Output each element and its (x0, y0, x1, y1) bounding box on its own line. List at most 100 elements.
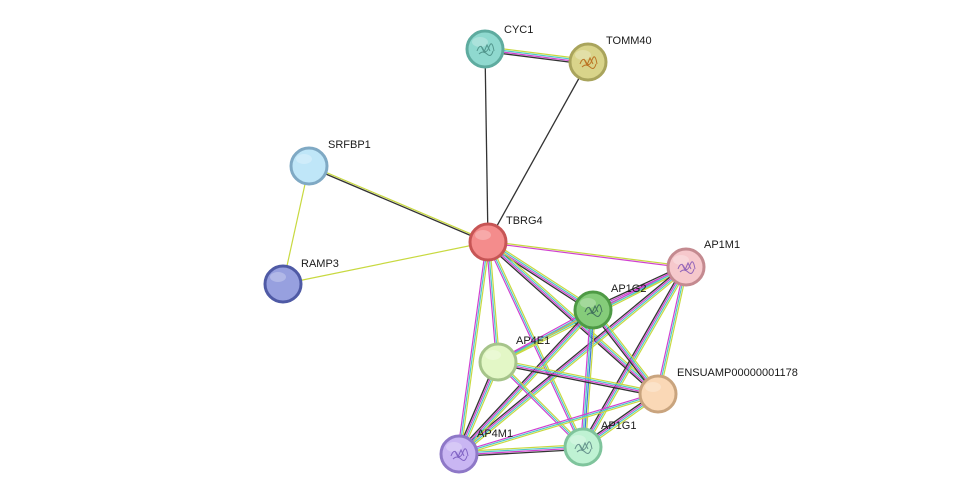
node-ap4m1[interactable]: AP4M1 (439, 428, 513, 474)
node-highlight (570, 435, 586, 445)
edge-strand (496, 362, 583, 449)
node-highlight (580, 298, 596, 308)
edge-ap4e1-ensuamp00000001178[interactable] (497, 359, 659, 397)
edge-tomm40-tbrg4[interactable] (487, 61, 589, 243)
node-circle[interactable] (289, 146, 329, 186)
edge-strand (456, 241, 488, 454)
edge-ap1g2-ap4m1[interactable] (456, 307, 596, 457)
node-srfbp1[interactable]: SRFBP1 (289, 139, 371, 186)
node-circle[interactable] (638, 374, 678, 414)
edge-strand (488, 239, 595, 309)
edge-strand (658, 267, 689, 395)
edge-ap1m1-ensuamp00000001178[interactable] (655, 266, 689, 395)
edge-strand (309, 164, 489, 242)
edge-strand (583, 310, 595, 448)
node-ap1g2[interactable]: AP1G2 (573, 283, 646, 330)
structure-icon (574, 441, 593, 454)
edge-strand (488, 241, 501, 362)
node-cyc1[interactable]: CYC1 (465, 24, 533, 69)
edge-strand (459, 394, 659, 457)
edge-strand (487, 241, 499, 363)
edge-tbrg4-ap1g2[interactable] (486, 239, 595, 313)
node-tbrg4[interactable]: TBRG4 (468, 215, 543, 262)
node-highlight (472, 37, 488, 47)
edge-strand (498, 360, 659, 394)
node-label: TBRG4 (506, 215, 543, 227)
node-highlight (446, 442, 462, 452)
edge-strand (458, 265, 686, 454)
node-ap1g1[interactable]: AP1G1 (563, 420, 636, 467)
edge-strand (498, 360, 585, 447)
edge-strand (458, 241, 489, 455)
node-label: RAMP3 (301, 258, 339, 270)
structure-icon (450, 448, 469, 461)
edge-strand (458, 445, 583, 454)
edge-strand (497, 362, 658, 396)
node-tomm40[interactable]: TOMM40 (568, 35, 652, 82)
edge-strand (488, 240, 594, 310)
edge-srfbp1-tbrg4[interactable] (308, 164, 489, 244)
structure-icon (476, 43, 495, 56)
node-ramp3[interactable]: RAMP3 (263, 258, 339, 304)
edge-strand (459, 448, 584, 458)
edge-ap1m1-ap4m1[interactable] (457, 264, 688, 457)
edge-ap4e1-ap1g1[interactable] (496, 360, 585, 449)
edge-strand (459, 447, 584, 456)
edge-strand (459, 267, 687, 456)
edge-strand (580, 265, 685, 447)
node-highlight (673, 255, 689, 265)
edge-strand (584, 310, 596, 448)
edge-ap4m1-ap1g1[interactable] (458, 444, 584, 458)
edge-strand (655, 266, 686, 394)
edge-tbrg4-ap4e1[interactable] (485, 241, 501, 363)
edge-strand (488, 240, 687, 267)
edge-strand (487, 61, 589, 243)
node-ap1m1[interactable]: AP1M1 (666, 239, 740, 287)
edge-tbrg4-ap1m1[interactable] (487, 240, 687, 269)
edge-cyc1-tbrg4[interactable] (484, 48, 489, 243)
edge-strand (308, 166, 488, 244)
edge-strand (487, 242, 658, 396)
edge-strand (497, 361, 584, 448)
node-label: SRFBP1 (328, 139, 371, 151)
edge-strand (282, 241, 489, 285)
edge-strand (459, 310, 595, 455)
edge-strand (487, 242, 686, 269)
structure-icon (579, 56, 598, 69)
node-label: AP1M1 (704, 239, 740, 251)
edge-strand (498, 359, 659, 393)
node-highlight (645, 382, 661, 392)
edge-strand (458, 444, 583, 453)
edge-tbrg4-ap4m1[interactable] (456, 241, 491, 455)
edge-ramp3-tbrg4[interactable] (282, 241, 489, 285)
edge-strand (456, 307, 592, 453)
edge-strand (581, 266, 686, 447)
edge-strand (497, 363, 658, 397)
edge-strand (457, 309, 593, 454)
structure-icon (677, 261, 696, 274)
node-label: CYC1 (504, 24, 533, 36)
node-circle[interactable] (478, 342, 518, 382)
edges-layer (282, 46, 689, 458)
node-label: TOMM40 (606, 35, 652, 47)
edge-ensuamp00000001178-ap4m1[interactable] (458, 391, 659, 457)
node-circle[interactable] (263, 264, 303, 304)
edge-ap1m1-ap1g1[interactable] (580, 265, 689, 449)
node-highlight (296, 154, 312, 164)
node-ensuamp00000001178[interactable]: ENSUAMP00000001178 (638, 367, 798, 414)
edge-strand (657, 266, 687, 395)
edge-srfbp1-ramp3[interactable] (282, 165, 310, 285)
node-circle[interactable] (468, 222, 508, 262)
edge-strand (458, 391, 658, 454)
node-label: AP1G1 (601, 420, 636, 432)
node-label: AP4M1 (477, 428, 513, 440)
node-ap4e1[interactable]: AP4E1 (478, 335, 550, 382)
edge-strand (488, 240, 659, 394)
edge-strand (458, 393, 659, 455)
edge-strand (485, 242, 498, 363)
node-highlight (475, 230, 491, 240)
node-highlight (485, 350, 501, 360)
edge-strand (457, 264, 685, 453)
